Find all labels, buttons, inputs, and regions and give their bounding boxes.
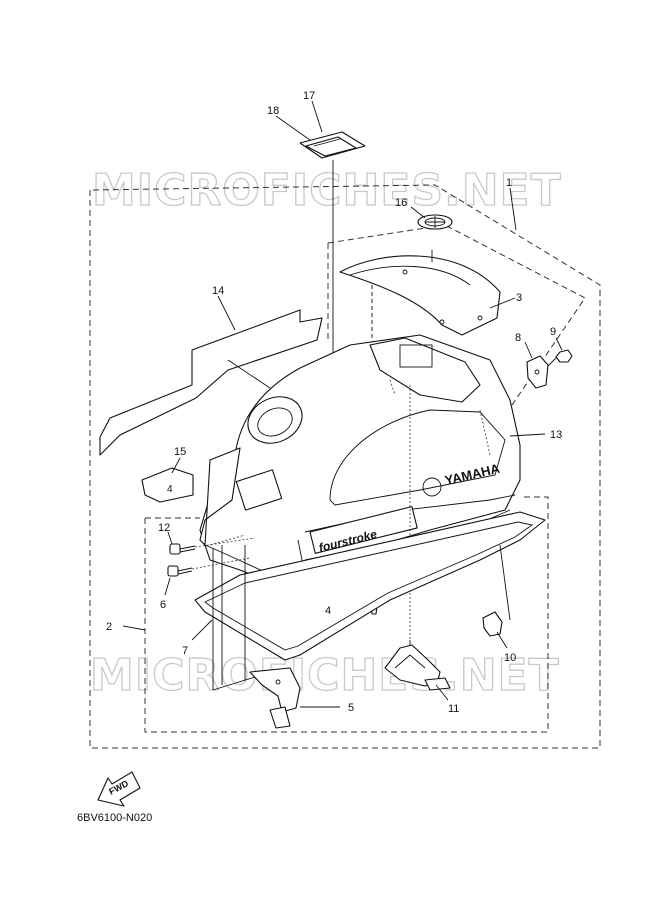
callout-4: 4	[325, 605, 331, 617]
screw-12	[169, 543, 196, 555]
callout-17: 17	[303, 90, 315, 102]
side-strip	[199, 447, 241, 546]
callout-11: 11	[448, 703, 459, 715]
callout-15: 15	[174, 446, 186, 458]
clip-10	[482, 611, 503, 637]
bracket-8	[526, 355, 549, 389]
callout-6: 6	[160, 599, 166, 611]
callout-9: 9	[550, 326, 556, 338]
callout-16: 16	[395, 197, 407, 209]
drawing-code: 6BV6100-N020	[77, 812, 153, 824]
callout-3: 3	[516, 292, 522, 304]
top-cover-3	[339, 255, 501, 336]
badge-15: 4	[141, 467, 194, 503]
callout-7: 7	[182, 645, 188, 657]
watermark-top: MICROFICHES.NET	[92, 165, 562, 216]
fwd-arrow-icon: FWD	[97, 771, 141, 807]
callout-14: 14	[212, 285, 224, 297]
callout-18: 18	[267, 105, 279, 117]
screw-6	[167, 565, 193, 577]
bracket-5	[249, 667, 301, 729]
bracket-11	[384, 644, 451, 691]
callout-10: 10	[504, 652, 516, 664]
watermark-bottom: MICROFICHES.NET	[90, 650, 560, 701]
assembly-2-boundary	[144, 496, 549, 733]
label-sheet-17-18	[299, 131, 366, 159]
assembly-1-boundary	[89, 184, 601, 749]
side-decal-14	[99, 309, 323, 456]
callout-8: 8	[515, 332, 521, 344]
callout-12: 12	[158, 522, 170, 534]
callout-1: 1	[506, 177, 512, 189]
callout-5: 5	[348, 702, 354, 714]
bolt-9	[547, 349, 573, 367]
svg-text:4: 4	[167, 484, 173, 495]
rubber-seal-7	[194, 511, 546, 661]
grommet-16	[417, 214, 453, 230]
callout-2: 2	[106, 621, 112, 633]
callout-13: 13	[550, 429, 562, 441]
